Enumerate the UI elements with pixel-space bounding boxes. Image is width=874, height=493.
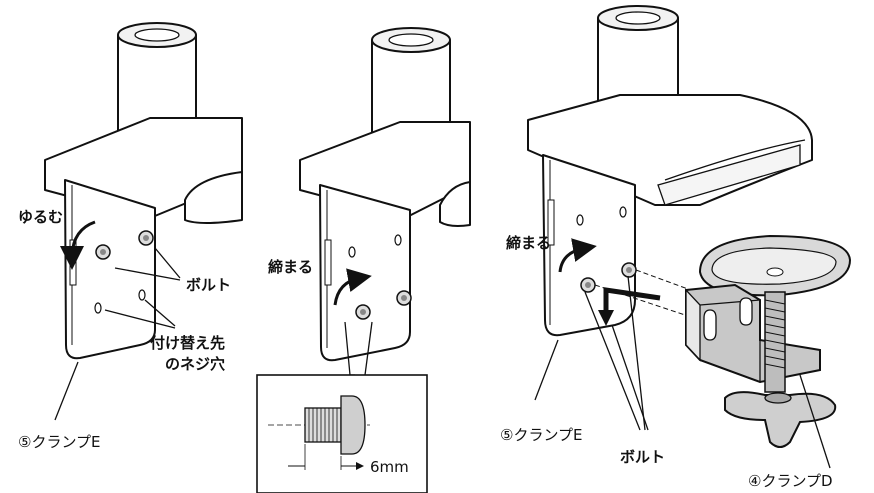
label-bolt-1: ボルト bbox=[186, 276, 231, 294]
panel-1-loosen: ゆるむ ボルト 付け替え先 のネジ穴 ⑤クランプE bbox=[18, 22, 243, 451]
clamp-d bbox=[685, 234, 852, 448]
clamp-plate-e-1 bbox=[64, 179, 156, 360]
loosen-arrow-icon bbox=[60, 220, 96, 270]
label-tighten-2: 締まる bbox=[506, 234, 551, 252]
label-bolt-2: ボルト bbox=[620, 448, 665, 466]
label-loosen: ゆるむ bbox=[18, 208, 63, 226]
arm-2 bbox=[439, 181, 471, 227]
bolt-icon bbox=[396, 290, 412, 306]
panel-3-install-clamp-d: 締まる ⑤クランプE ボルト ④クランプD bbox=[500, 5, 852, 490]
arm-3 bbox=[657, 144, 801, 206]
label-clamp-d: ④クランプD bbox=[748, 472, 833, 490]
bolt-icon bbox=[355, 304, 371, 320]
label-dim-6mm: 6mm bbox=[370, 458, 409, 476]
label-replace-hole-2: のネジ穴 bbox=[165, 355, 225, 373]
tighten-arrow-icon bbox=[558, 238, 597, 273]
label-clamp-e-1: ⑤クランプE bbox=[18, 433, 100, 451]
clamp-plate-e-2 bbox=[319, 184, 411, 362]
label-clamp-e-2: ⑤クランプE bbox=[500, 426, 582, 444]
clamp-plate-e-3 bbox=[542, 154, 636, 337]
slide-arrow-icon bbox=[603, 287, 661, 318]
bolt-detail-callout: 6mm bbox=[256, 374, 428, 493]
arm-1 bbox=[184, 171, 243, 224]
bolt-icon bbox=[580, 277, 596, 293]
bolt-icon bbox=[621, 262, 637, 278]
label-tighten-1: 締まる bbox=[268, 258, 313, 276]
bolt-icon bbox=[95, 244, 111, 260]
label-replace-hole-1: 付け替え先 bbox=[150, 334, 225, 352]
bolt-icon bbox=[138, 230, 154, 246]
tighten-arrow-icon bbox=[333, 268, 372, 306]
panel-2-tighten: 締まる 6mm bbox=[256, 27, 471, 493]
